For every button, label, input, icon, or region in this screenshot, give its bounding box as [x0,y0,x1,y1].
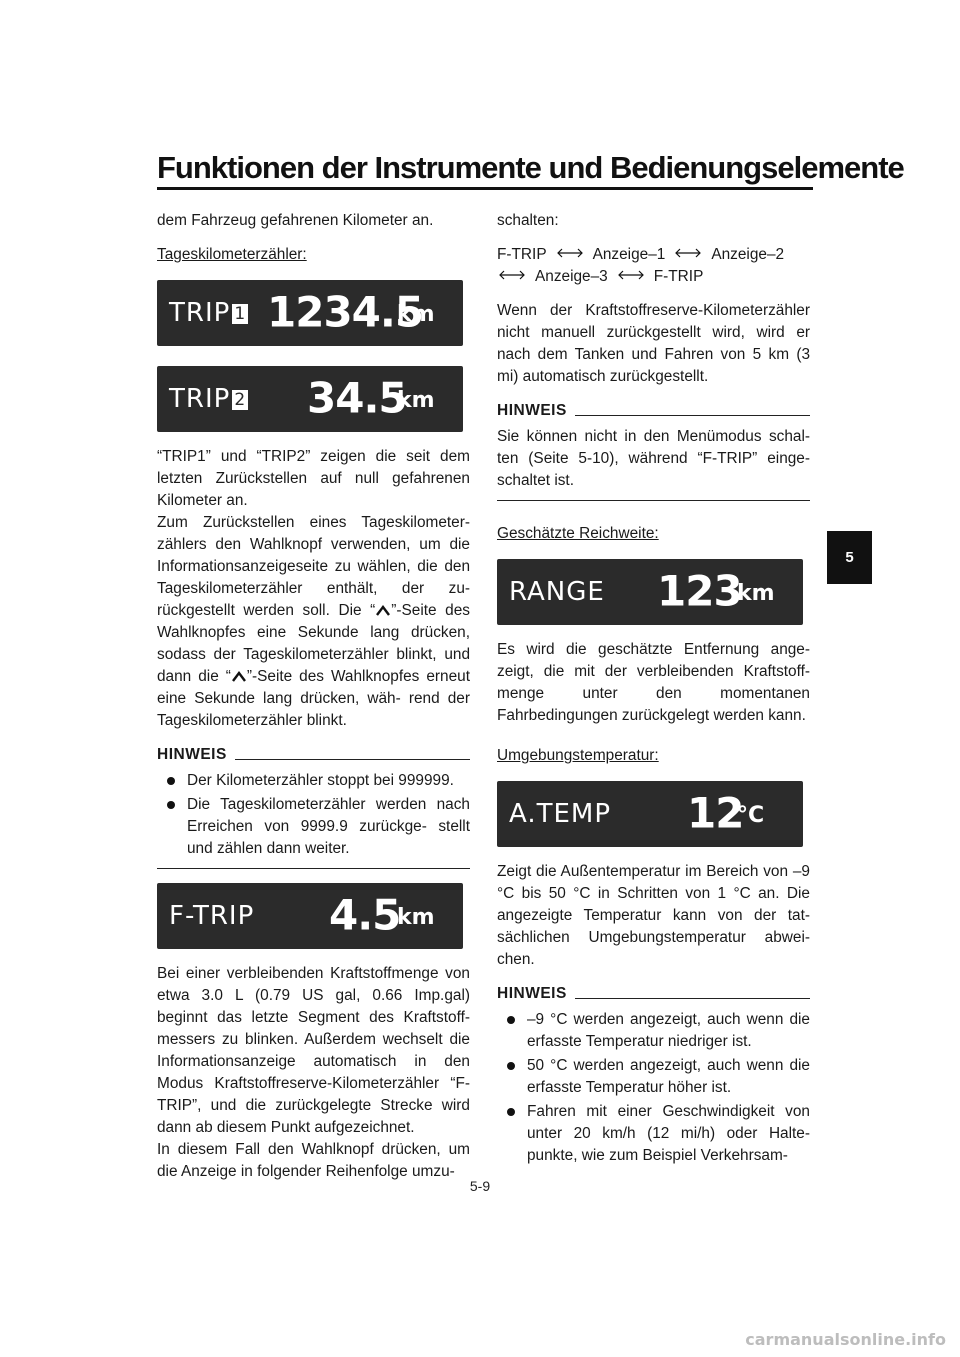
double-arrow-icon [675,248,702,258]
left-column: dem Fahrzeug gefahrenen Kilometer an. Ta… [157,210,470,1195]
temp-value: 12 [687,788,744,838]
trip-heading: Tageskilometerzähler: [157,246,307,263]
note-bullet: –9 °C werden angezeigt, auch wenn die er… [497,1009,810,1053]
lcd-temp-display: A.TEMP 12 °C [497,781,803,847]
ftrip-value: 4.5 [329,890,401,940]
ftrip-label: F-TRIP [169,901,255,931]
bullet-icon [167,801,175,809]
note-header: HINWEIS [497,400,810,422]
temp-heading: Umgebungstemperatur: [497,747,659,764]
note-bullet: 50 °C werden angezeigt, auch wenn die er… [497,1055,810,1099]
range-value: 123 [657,566,743,616]
trip-reset-instructions: Zum Zurückstellen eines Tageskilometer- … [157,514,470,729]
chevron-up-icon [231,671,246,682]
range-unit: km [737,581,775,607]
lcd-ftrip-display: F-TRIP 4.5 km [157,883,463,949]
double-arrow-icon [499,270,525,280]
intro-text: dem Fahrzeug gefahrenen Kilometer an. [157,212,434,229]
temp-description: Zeigt die Außentemperatur im Bereich von… [497,863,810,968]
page-number: 5-9 [469,1178,491,1194]
trip-description: “TRIP1” und “TRIP2” zeigen die seit dem … [157,448,470,509]
section-tab: 5 [827,531,872,584]
double-arrow-icon [617,270,644,280]
range-description: Es wird die geschätzte Entfernung ange- … [497,641,810,724]
trip2-badge: 2 [232,390,249,410]
temp-label: A.TEMP [509,799,612,829]
trip2-label: TRIP [169,384,231,414]
bullet-icon [507,1016,515,1024]
trip1-label: TRIP [169,298,231,328]
range-heading: Geschätzte Reichweite: [497,525,659,542]
title-rule [157,187,813,190]
trip1-unit: km [397,302,435,328]
ftrip-unit: km [397,905,435,931]
note-header: HINWEIS [497,983,810,1005]
watermark: carmanualsonline.info [745,1330,946,1349]
trip2-unit: km [397,388,435,414]
ftrip-reset-text: Wenn der Kraftstoffreserve-Kilometerzähl… [497,302,810,385]
chevron-up-icon [376,605,391,616]
note-bullet: Fahren mit einer Geschwindigkeit von unt… [497,1101,810,1167]
lcd-range-display: RANGE 123 km [497,559,803,625]
ftrip-description: Bei einer verbleibenden Kraftstoffmenge … [157,965,470,1136]
note-text: Sie können nicht in den Menümodus schal-… [497,428,810,489]
ftrip-sequence-intro: In diesem Fall den Wahlknopf drücken, um… [157,1141,470,1180]
temp-unit: °C [737,803,765,829]
note-bullet: Der Kilometerzähler stoppt bei 999999. [157,770,470,792]
double-arrow-icon [556,248,583,258]
bullet-icon [507,1062,515,1070]
note-end-rule [157,868,470,869]
trip1-badge: 1 [232,304,249,324]
bullet-icon [507,1108,515,1116]
page-title: Funktionen der Instrumente und Bedienung… [157,150,905,185]
note-header: HINWEIS [157,744,470,766]
sequence-intro: schalten: [497,212,559,229]
note-end-rule [497,500,810,501]
note-bullet: Die Tageskilometerzähler werden nach Err… [157,794,470,860]
bullet-icon [167,777,175,785]
trip2-value: 34.5 [307,373,408,423]
range-label: RANGE [509,577,605,607]
